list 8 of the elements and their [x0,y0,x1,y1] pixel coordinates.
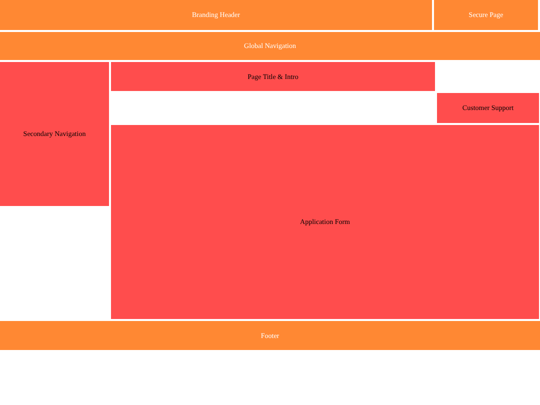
header-bar [0,0,432,30]
sidebar-panel [0,62,109,206]
support-panel [437,93,539,123]
header-bar [434,0,538,30]
title-panel [111,62,435,91]
footer-bar [0,321,540,350]
navigation-bar [0,32,540,60]
form-panel [111,125,539,319]
